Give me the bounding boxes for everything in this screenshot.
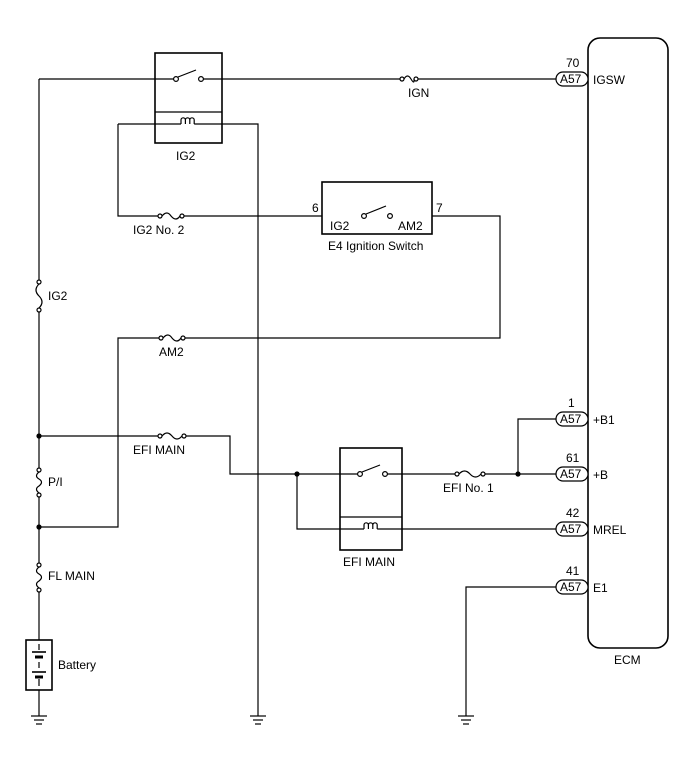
- pin-number: 42: [566, 506, 580, 520]
- ignition-switch-pin-7: 7: [436, 201, 443, 215]
- connector-code: A57: [560, 522, 582, 536]
- ecm-pin-b: A57 61 +B: [555, 451, 608, 482]
- pin-number: 61: [566, 451, 580, 465]
- ig2-relay-label: IG2: [176, 149, 196, 163]
- pin-label: E1: [593, 581, 608, 595]
- ig2-relay-box: [154, 52, 223, 144]
- fuse-icon: [35, 279, 43, 313]
- fuse-ig2: IG2: [35, 279, 68, 313]
- connector-code: A57: [560, 467, 582, 481]
- junction-dots: [36, 433, 521, 530]
- ecm-pin-mrel: A57 42 MREL: [555, 506, 627, 537]
- fuse-ign: IGN: [399, 75, 429, 100]
- fuse-am2: AM2: [158, 334, 186, 359]
- fusible-link-icon: [35, 467, 43, 498]
- efi-main-relay: EFI MAIN: [339, 447, 403, 569]
- battery-icon: [32, 644, 46, 686]
- relay-coil-icon: [180, 117, 195, 124]
- pin-number: 1: [568, 396, 575, 410]
- pin-label: MREL: [593, 523, 627, 537]
- fuse-pi: P/I: [35, 467, 63, 498]
- fuse-ig2-label: IG2: [48, 289, 68, 303]
- fuse-ig2-no2: IG2 No. 2: [133, 212, 185, 237]
- ignition-switch-am2-label: AM2: [398, 219, 423, 233]
- battery-label: Battery: [58, 658, 96, 672]
- relay-coil-icon: [363, 522, 378, 529]
- fuse-icon: [157, 432, 187, 440]
- wires: [38, 78, 556, 716]
- ground-icon: [250, 715, 266, 725]
- ground-icon: [458, 715, 474, 725]
- fuse-pi-label: P/I: [48, 475, 63, 489]
- pin-label: +B1: [593, 413, 615, 427]
- ignition-switch: 6 7 IG2 AM2 E4 Ignition Switch: [312, 181, 443, 253]
- relay-switch-icon: [357, 464, 389, 478]
- pin-label: IGSW: [593, 73, 626, 87]
- ground-icon: [31, 715, 47, 725]
- connector-badge: [555, 411, 589, 427]
- fuse-ign-label: IGN: [408, 86, 429, 100]
- fuse-efi-main-label: EFI MAIN: [133, 443, 185, 457]
- ecm-pin-igsw: A57 70 IGSW: [555, 56, 626, 87]
- battery: Battery: [25, 639, 96, 691]
- ignition-switch-ig2-label: IG2: [330, 219, 350, 233]
- efi-main-relay-box: [339, 447, 403, 551]
- connector-code: A57: [560, 72, 582, 86]
- connector-badge: [555, 521, 589, 537]
- fuse-fl-main: FL MAIN: [35, 562, 95, 593]
- fuse-fl-main-label: FL MAIN: [48, 569, 95, 583]
- ignition-switch-pin-6: 6: [312, 201, 319, 215]
- fuse-icon: [157, 212, 185, 220]
- pin-number: 70: [566, 56, 580, 70]
- connector-code: A57: [560, 580, 582, 594]
- ig2-relay: IG2: [154, 52, 223, 163]
- connector-badge: [555, 466, 589, 482]
- connector-badge: [555, 71, 589, 87]
- pin-number: 41: [566, 564, 580, 578]
- fusible-link-icon: [35, 562, 43, 593]
- ignition-switch-icon: [361, 205, 394, 220]
- ignition-switch-box: [321, 181, 433, 235]
- ecm-pin-b1: A57 1 +B1: [555, 396, 615, 427]
- fuse-icon: [454, 470, 486, 478]
- fuse-efi-main: EFI MAIN: [133, 432, 187, 457]
- connector-badge: [555, 579, 589, 595]
- ecm-label: ECM: [614, 653, 641, 667]
- connector-code: A57: [560, 412, 582, 426]
- ignition-switch-label: E4 Ignition Switch: [328, 239, 423, 253]
- fuse-icon: [399, 75, 419, 83]
- fuse-efi-no1-label: EFI No. 1: [443, 481, 494, 495]
- fuse-efi-no1: EFI No. 1: [443, 470, 494, 495]
- ecm-box: [587, 37, 669, 649]
- fuse-ig2-no2-label: IG2 No. 2: [133, 223, 185, 237]
- fuse-icon: [158, 334, 186, 342]
- efi-main-relay-label: EFI MAIN: [343, 555, 395, 569]
- ecm-pin-e1: A57 41 E1: [555, 564, 608, 595]
- fuse-am2-label: AM2: [159, 345, 184, 359]
- pin-label: +B: [593, 468, 608, 482]
